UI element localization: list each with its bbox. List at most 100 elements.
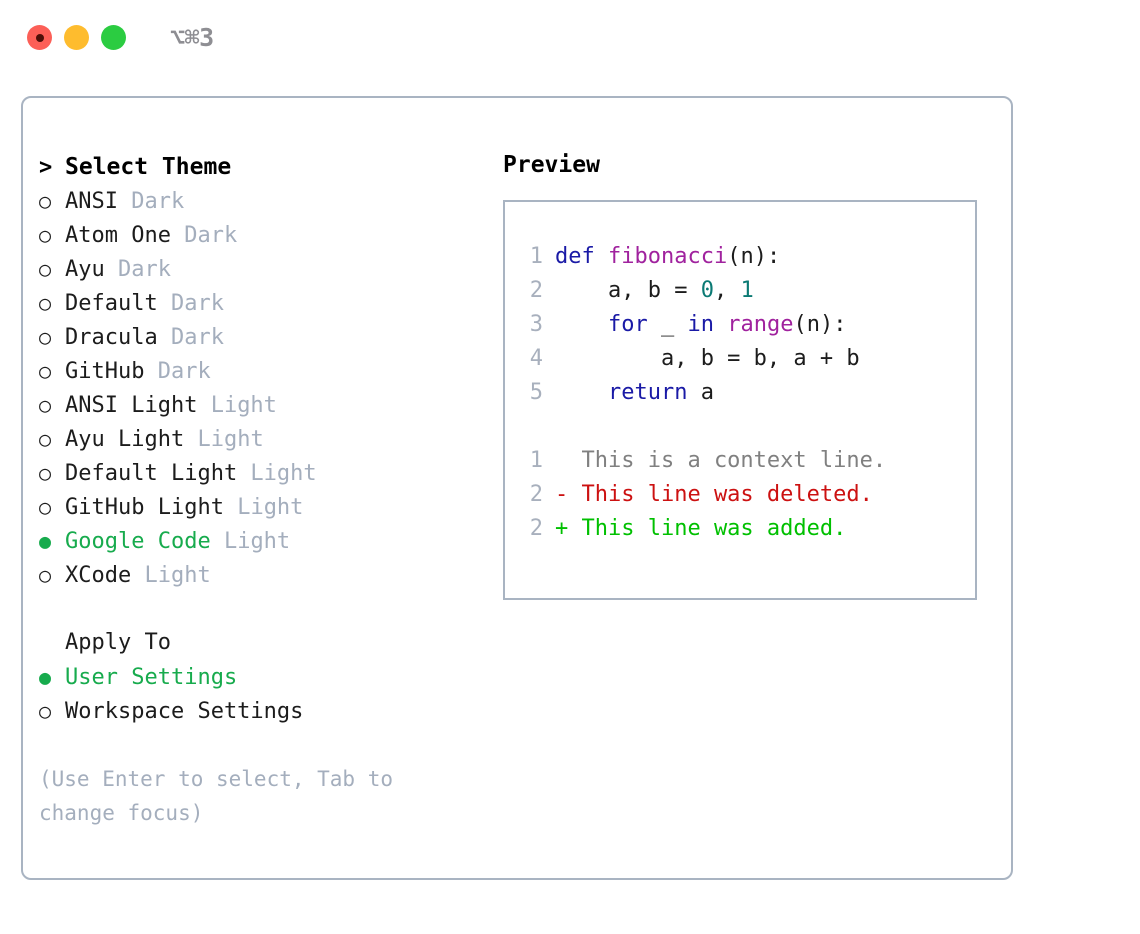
theme-item-variant: Dark	[104, 257, 171, 282]
theme-item-dracula[interactable]: ○ Dracula Dark	[39, 320, 489, 354]
theme-item-variant: Dark	[157, 325, 224, 350]
radio-unselected-icon: ○	[39, 291, 52, 315]
code-line: 2 a, b = 0, 1	[517, 274, 975, 308]
minimize-button[interactable]	[64, 25, 89, 50]
theme-item-github-light[interactable]: ○GitHub Light Light	[39, 490, 489, 524]
theme-item-ansi-light[interactable]: ○ ANSI Light Light	[39, 388, 489, 422]
theme-item-ansi[interactable]: ○ANSI Dark	[39, 184, 489, 218]
keyboard-hint: (Use Enter to select, Tab to change focu…	[39, 767, 394, 825]
title-bar: ⌥⌘3	[0, 0, 1140, 76]
radio-selected-icon: ●	[39, 665, 52, 689]
code-token: _	[647, 312, 688, 337]
line-number: 2	[529, 482, 543, 507]
radio-unselected-icon: ○	[39, 563, 52, 587]
code-token: + This line was added.	[555, 516, 847, 541]
apply-to-heading-label: Apply To	[65, 630, 171, 655]
apply-to-item-user-settings[interactable]: ● User Settings	[39, 660, 489, 694]
code-token: a, b =	[555, 278, 701, 303]
radio-unselected-icon: ○	[39, 359, 52, 383]
code-line: 5 return a	[517, 376, 975, 410]
theme-item-name: Ayu Light	[65, 427, 185, 452]
radio-unselected-icon: ○	[39, 223, 52, 247]
theme-list: ○ANSI Dark○Atom One Dark○Ayu Dark○Defaul…	[39, 184, 489, 592]
radio-unselected-icon: ○	[39, 393, 52, 417]
theme-item-variant: Light	[210, 529, 291, 554]
code-token: return	[607, 380, 688, 405]
apply-to-heading: Apply To	[39, 626, 489, 660]
theme-item-variant: Light	[197, 393, 277, 418]
line-number: 5	[529, 380, 543, 405]
code-token: (n):	[793, 312, 847, 337]
radio-unselected-icon: ○	[39, 325, 52, 349]
code-token: a	[687, 380, 714, 405]
code-token	[555, 380, 608, 405]
radio-unselected-icon: ○	[39, 461, 52, 485]
line-number: 1	[529, 448, 543, 473]
theme-item-github[interactable]: ○GitHub Dark	[39, 354, 489, 388]
code-token: in	[687, 312, 714, 337]
theme-item-atom-one[interactable]: ○Atom One Dark	[39, 218, 489, 252]
select-theme-heading-label: Select Theme	[65, 154, 232, 180]
theme-item-name: Dracula	[65, 325, 158, 350]
theme-item-ayu[interactable]: ○ Ayu Dark	[39, 252, 489, 286]
theme-item-xcode[interactable]: ○XCode Light	[39, 558, 489, 592]
theme-item-name: GitHub	[65, 359, 145, 384]
theme-item-variant: Light	[184, 427, 264, 452]
diff-line: 2 + This line was added.	[517, 512, 975, 546]
theme-item-default-light[interactable]: ○ Default Light Light	[39, 456, 489, 490]
theme-item-ayu-light[interactable]: ○Ayu Light Light	[39, 422, 489, 456]
close-button[interactable]	[27, 25, 52, 50]
code-token: 0	[700, 278, 714, 303]
code-token: for	[607, 312, 648, 337]
theme-item-name: ANSI Light	[65, 393, 198, 418]
code-line: 4 a, b = b, a + b	[517, 342, 975, 376]
theme-item-variant: Light	[237, 461, 317, 486]
apply-to-item-workspace-settings[interactable]: ○Workspace Settings	[39, 694, 489, 728]
code-token: (n):	[727, 244, 781, 269]
theme-item-name: Google Code	[65, 529, 211, 554]
theme-item-google-code[interactable]: ● Google Code Light	[39, 524, 489, 558]
maximize-button[interactable]	[101, 25, 126, 50]
theme-item-name: GitHub Light	[65, 495, 224, 520]
line-number: 2	[529, 278, 543, 303]
section-spacer	[39, 592, 489, 626]
diff-line: 1 This is a context line.	[517, 444, 975, 478]
code-line: 3 for _ in range(n):	[517, 308, 975, 342]
code-token: ,	[713, 278, 741, 303]
theme-item-variant: Dark	[117, 189, 185, 214]
apply-to-list: ● User Settings ○Workspace Settings	[39, 660, 489, 728]
code-token	[555, 312, 608, 337]
radio-unselected-icon: ○	[39, 699, 52, 723]
code-diff-spacer	[517, 410, 975, 444]
theme-item-name: Ayu	[65, 257, 105, 282]
window-shortcut-label: ⌥⌘3	[170, 23, 214, 52]
apply-to-item-label: User Settings	[65, 665, 238, 690]
code-token: - This line was deleted.	[555, 482, 873, 507]
code-token: 1	[740, 278, 754, 303]
dialog-panel: >Select Theme ○ANSI Dark○Atom One Dark○A…	[21, 96, 1013, 880]
radio-unselected-icon: ○	[39, 189, 52, 213]
theme-item-name: Default	[65, 291, 158, 316]
prompt-caret-icon: >	[39, 155, 53, 180]
code-token: a, b = b, a + b	[555, 346, 860, 371]
line-number: 1	[529, 244, 543, 269]
code-token: def	[555, 244, 608, 269]
radio-unselected-icon: ○	[39, 257, 52, 281]
theme-item-variant: Light	[131, 563, 211, 588]
line-number: 3	[529, 312, 543, 337]
theme-item-variant: Dark	[170, 223, 238, 248]
code-token	[714, 312, 727, 337]
theme-picker-column: >Select Theme ○ANSI Dark○Atom One Dark○A…	[39, 150, 489, 830]
code-token: This is a context line.	[555, 448, 887, 473]
theme-item-name: Default Light	[65, 461, 238, 486]
diff-line: 2 - This line was deleted.	[517, 478, 975, 512]
theme-item-variant: Dark	[157, 291, 224, 316]
theme-item-default[interactable]: ○ Default Dark	[39, 286, 489, 320]
theme-item-variant: Light	[223, 495, 304, 520]
line-number: 2	[529, 516, 543, 541]
radio-selected-icon: ●	[39, 529, 52, 553]
